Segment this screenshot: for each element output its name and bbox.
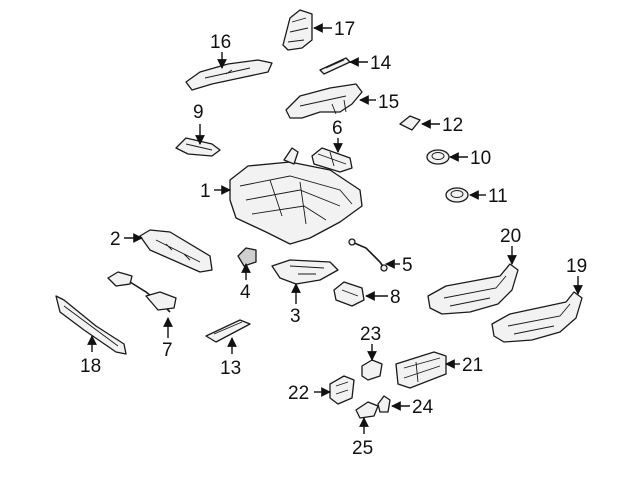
part-1-seat-frame — [229, 147, 363, 245]
part-6-motor — [311, 147, 353, 173]
callout-10: 10 — [470, 148, 491, 169]
callout-24: 24 — [412, 397, 434, 418]
part-5-cable — [348, 238, 388, 272]
part-25-knob-cover — [355, 401, 379, 419]
part-24-cap — [377, 395, 391, 413]
part-9-link-bracket — [175, 137, 221, 157]
callout-14: 14 — [370, 53, 392, 74]
part-4-block — [237, 247, 257, 267]
part-18-trim-strip — [55, 295, 127, 355]
part-23-knob — [361, 359, 383, 381]
callout-7: 7 — [162, 340, 173, 361]
callout-11: 11 — [488, 186, 508, 207]
callout-16: 16 — [210, 32, 231, 53]
callout-22: 22 — [288, 383, 309, 404]
callout-12: 12 — [442, 115, 463, 136]
part-8-actuator — [333, 281, 365, 307]
callout-20: 20 — [500, 226, 521, 247]
part-21-switch-assembly — [395, 351, 447, 389]
part-19-side-shield — [491, 291, 583, 343]
callout-17: 17 — [334, 19, 355, 40]
part-3-bracket — [271, 259, 339, 285]
part-2-side-panel — [139, 229, 213, 273]
part-14-slide-rail — [319, 57, 351, 75]
callout-23: 23 — [360, 324, 381, 345]
callout-19: 19 — [566, 256, 587, 277]
leader-lines — [87, 23, 583, 434]
part-22-switch — [329, 375, 355, 405]
part-15-side-bracket — [285, 83, 363, 119]
part-11-cap — [445, 187, 469, 203]
callout-2: 2 — [110, 229, 121, 250]
callout-15: 15 — [378, 92, 399, 113]
callout-3: 3 — [290, 306, 301, 327]
callout-18: 18 — [80, 356, 101, 377]
part-20-side-shield — [427, 263, 519, 315]
part-10-grommet — [426, 149, 450, 165]
callout-9: 9 — [193, 102, 204, 123]
callout-13: 13 — [220, 358, 241, 379]
part-16-rail-trim — [185, 59, 273, 91]
part-7-harness — [107, 271, 177, 313]
callout-6: 6 — [332, 118, 343, 139]
callout-25: 25 — [352, 438, 373, 459]
part-17-headrest-cover — [282, 9, 313, 51]
callout-8: 8 — [390, 287, 401, 308]
part-13-rail — [205, 319, 251, 343]
callout-1: 1 — [200, 181, 211, 202]
callout-5: 5 — [402, 255, 413, 276]
callout-4: 4 — [240, 282, 251, 303]
part-12-clip — [399, 115, 421, 131]
callout-21: 21 — [462, 355, 483, 376]
